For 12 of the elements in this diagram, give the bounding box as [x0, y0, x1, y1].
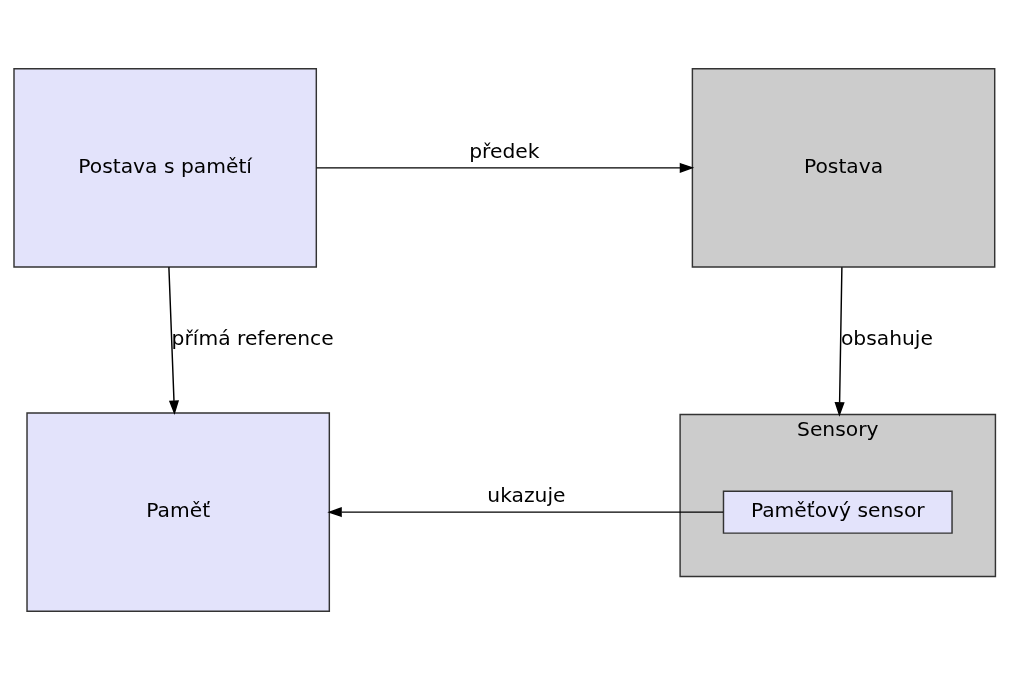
node-box: Postava	[691, 67, 996, 268]
node-box: Paměťový sensor	[722, 489, 953, 534]
node-box: Paměť	[26, 411, 331, 612]
node-box: Postava s pamětí	[13, 67, 318, 268]
edge-label: obsahuje	[840, 325, 933, 350]
edge-label: předek	[469, 138, 540, 163]
edge-label: přímá reference	[171, 325, 334, 350]
arrow	[834, 265, 845, 417]
arrow	[315, 162, 695, 173]
arrow	[327, 506, 724, 517]
edge-label: ukazuje	[487, 482, 566, 507]
arrow	[168, 265, 180, 415]
